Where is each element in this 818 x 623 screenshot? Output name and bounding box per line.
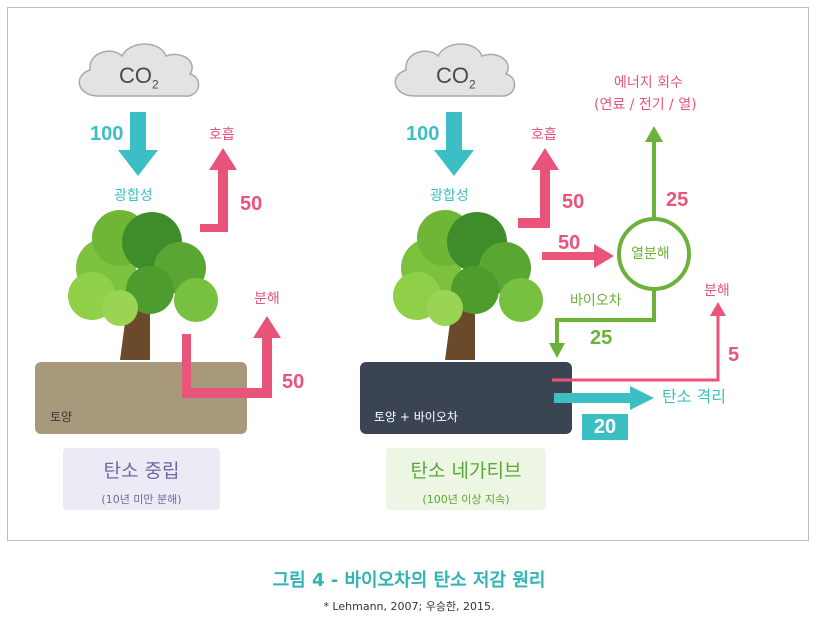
energy-recovery-detail: (연료 / 전기 / 열) (594, 97, 697, 113)
energy-recovery-value: 25 (666, 189, 689, 211)
co2-text: CO (436, 63, 469, 88)
figure-title: 그림 4 - 바이오차의 탄소 저감 원리 (272, 570, 546, 591)
input-arrow-right (434, 112, 474, 176)
decomposition-arrow-left (182, 316, 281, 398)
pyrolysis-input-value: 50 (558, 232, 581, 254)
respiration-label-right: 호흡 (531, 127, 557, 143)
biochar-label: 바이오차 (570, 293, 622, 309)
biochar-arrow-line (555, 290, 656, 344)
pyrolysis-input-arrow (542, 244, 614, 268)
carbon-neutral-title: 탄소 중립 (103, 460, 180, 482)
photosynthesis-label-left: 광합성 (114, 188, 153, 204)
co2-subscript: 2 (152, 77, 159, 92)
figure-source: * Lehmann, 2007; 우승한, 2015. (323, 600, 495, 613)
pyrolysis-label: 열분해 (631, 246, 670, 262)
tree-right-icon (393, 210, 543, 360)
input-value-left: 100 (90, 123, 124, 145)
co2-label-left: CO2 (119, 63, 159, 91)
decomposition-value-right: 5 (728, 344, 740, 366)
biochar-arrowhead (549, 343, 565, 358)
co2-subscript: 2 (469, 77, 476, 92)
sequestration-value: 20 (593, 416, 617, 438)
soil-block-right (360, 362, 572, 434)
carbon-neutral-subtitle: (10년 미만 분해) (101, 493, 182, 506)
co2-cloud-left (78, 43, 200, 97)
carbon-negative-subtitle: (100년 이상 지속) (422, 493, 510, 506)
soil-block-left (35, 362, 247, 434)
respiration-arrow-right (518, 148, 559, 228)
decomposition-arrowhead-right (710, 302, 726, 316)
co2-text: CO (119, 63, 152, 88)
co2-label-right: CO2 (436, 63, 476, 91)
decomposition-label-left: 분해 (254, 291, 280, 307)
energy-arrowhead (645, 126, 663, 142)
sequestration-label: 탄소 격리 (662, 387, 726, 406)
decomposition-value-left: 50 (282, 371, 305, 393)
decomposition-arrow-right-line (552, 314, 720, 382)
co2-cloud-right (394, 43, 516, 97)
photosynthesis-label-right: 광합성 (430, 188, 469, 204)
carbon-negative-box: 탄소 네가티브 (100년 이상 지속) (386, 448, 546, 510)
carbon-neutral-box: 탄소 중립 (10년 미만 분해) (63, 448, 220, 510)
soil-label-right: 토양 + 바이오차 (374, 410, 458, 424)
biochar-value: 25 (590, 327, 613, 349)
pyrolysis-node (617, 217, 691, 291)
tree-left-icon (68, 210, 218, 360)
soil-label-left: 토양 (50, 410, 73, 424)
respiration-arrow-left (200, 148, 237, 232)
decomposition-label-right: 분해 (704, 283, 730, 299)
sequestration-arrow (554, 386, 654, 410)
input-arrow-left (118, 112, 158, 176)
respiration-value-right: 50 (562, 191, 585, 213)
input-value-right: 100 (406, 123, 440, 145)
energy-recovery-label: 에너지 회수 (614, 75, 683, 91)
respiration-value-left: 50 (240, 193, 263, 215)
respiration-label-left: 호흡 (209, 127, 235, 143)
decomposition-arrow-left-overlay (182, 362, 247, 398)
carbon-negative-title: 탄소 네가티브 (410, 460, 522, 482)
sequestration-value-box (582, 414, 628, 440)
